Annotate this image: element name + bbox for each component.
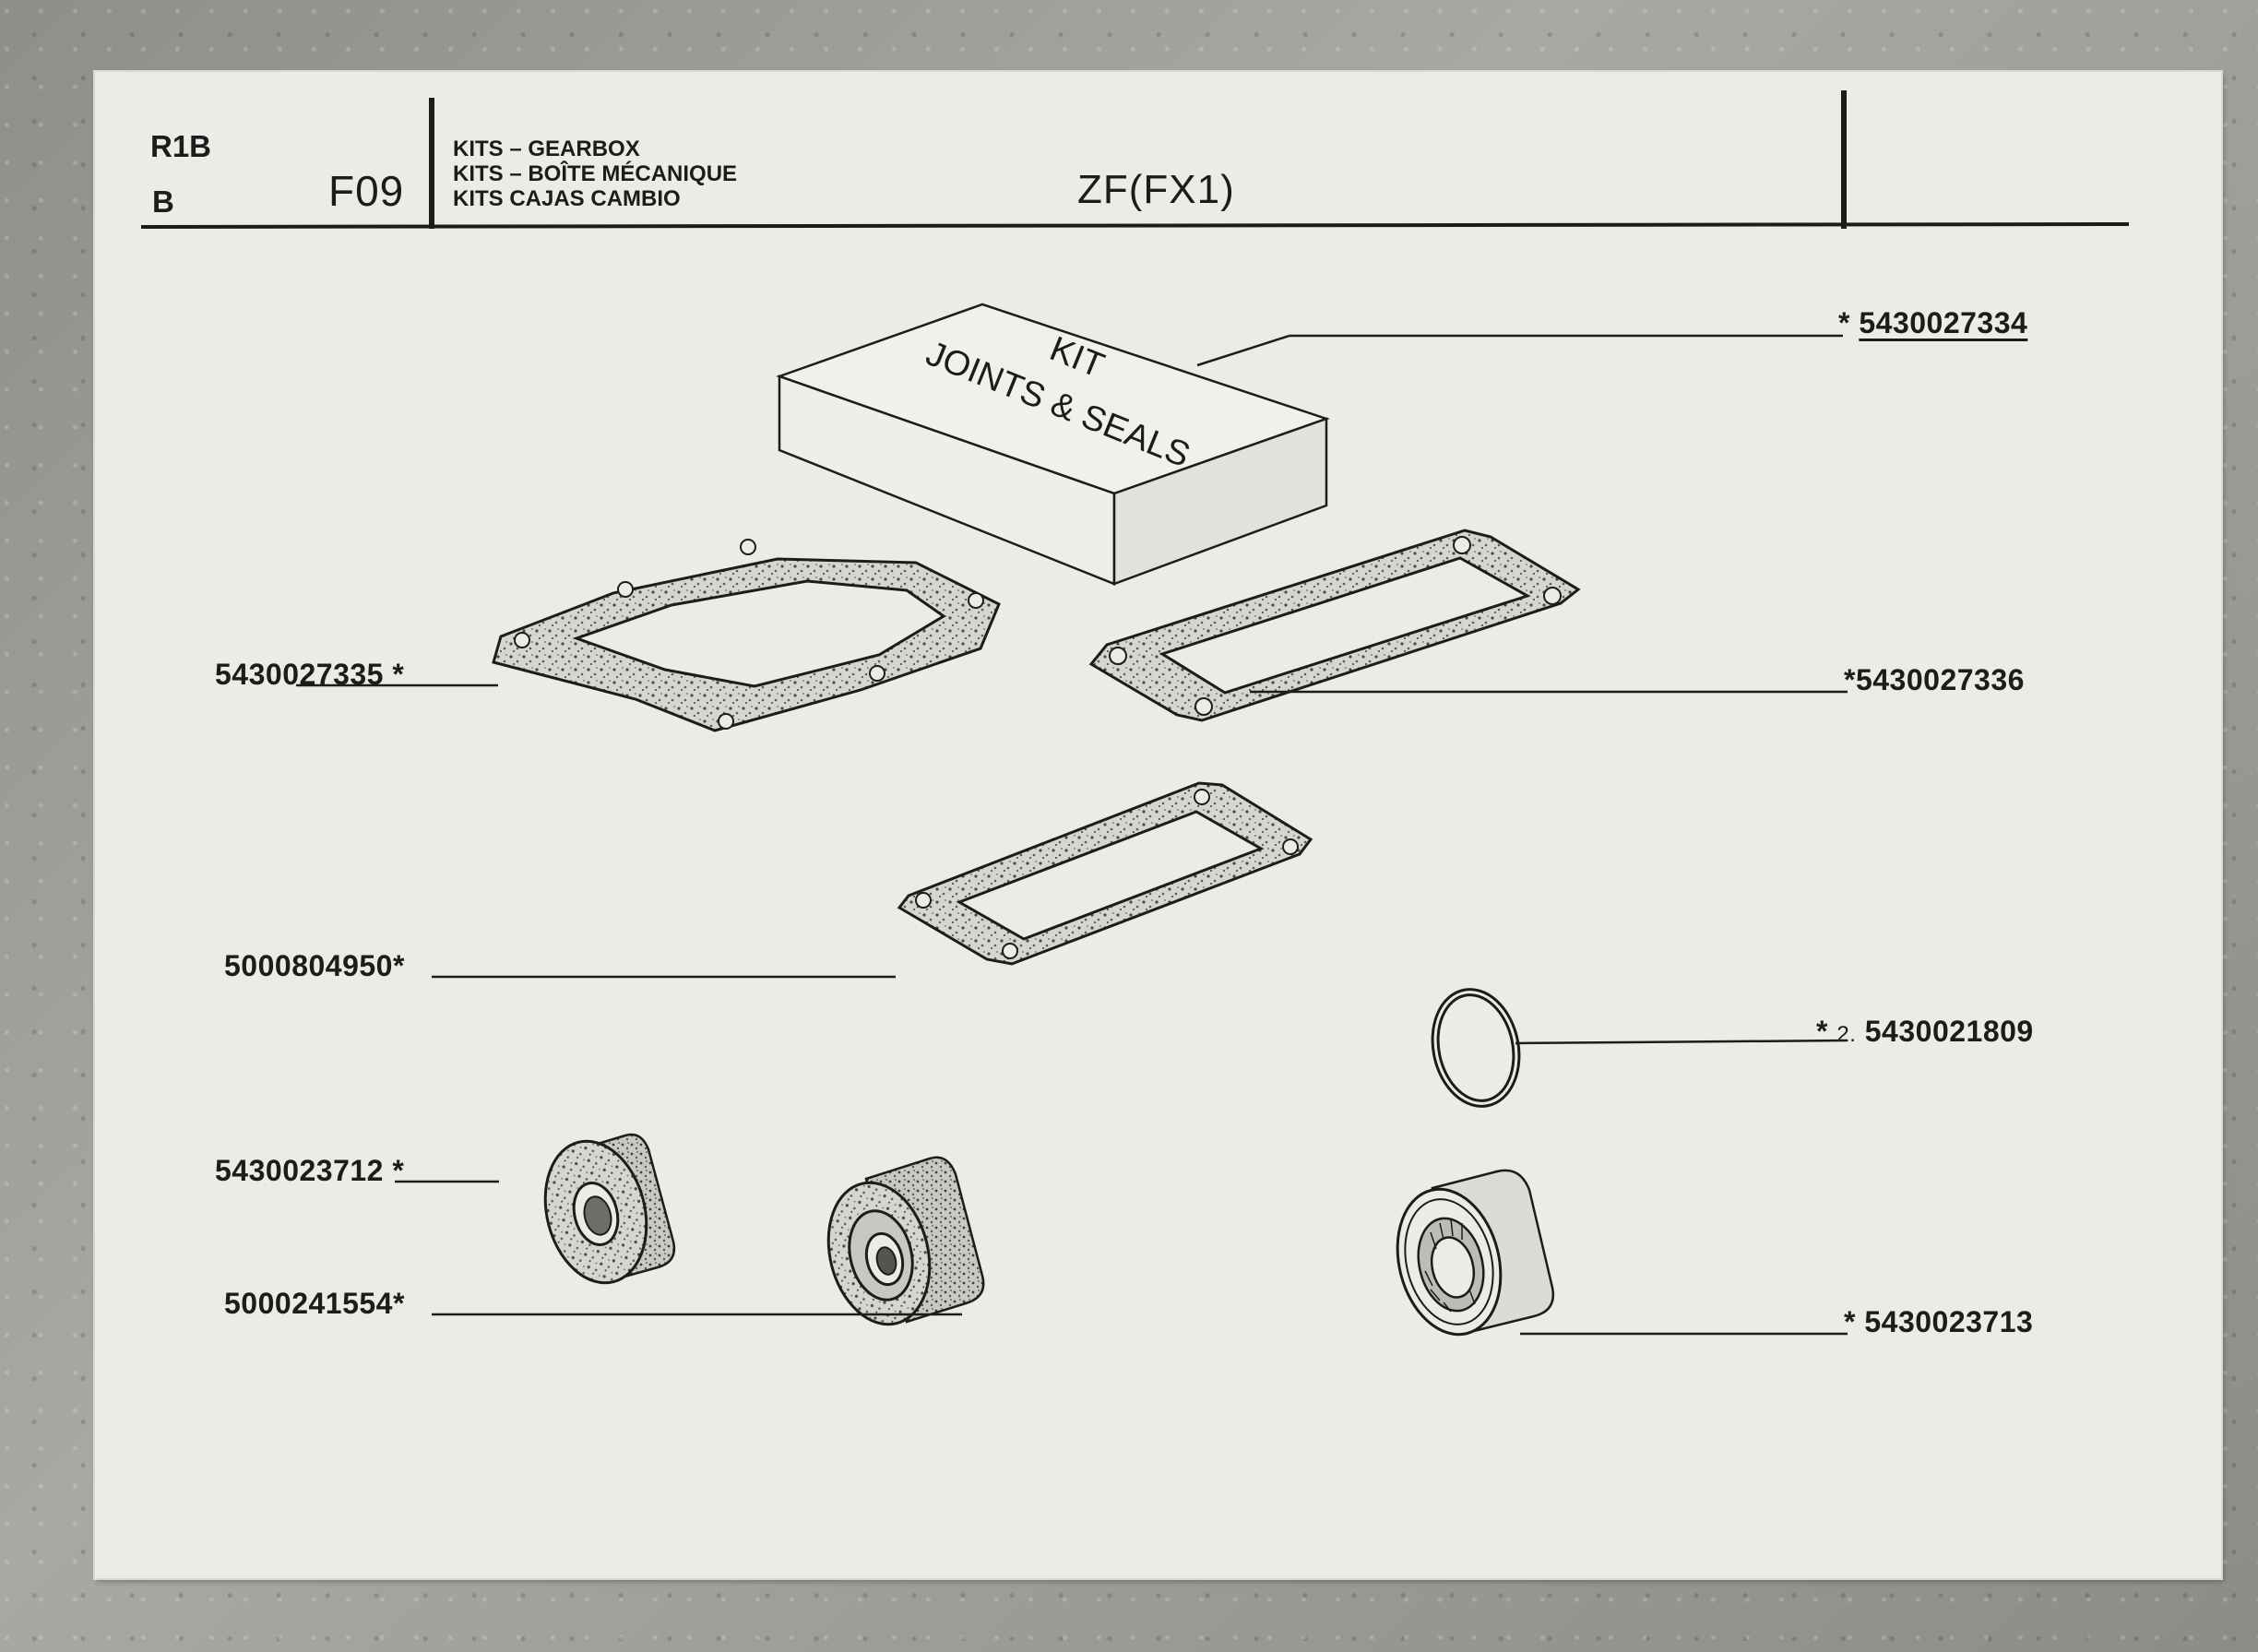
seal-small-drawing	[543, 1133, 676, 1285]
quantity-o-ring: 2.	[1836, 1022, 1857, 1047]
exploded-parts-drawing: KIT JOINTS & SEALS	[140, 90, 2130, 1337]
part-number-gasket-left: 5430027335	[215, 658, 384, 691]
part-number-gasket-right: 5430027336	[1855, 663, 2025, 696]
parts-catalog-page: R1B B F09 KITS – GEARBOX KITS – BOÎTE MÉ…	[95, 72, 2221, 1578]
part-number-kit: 5430027334	[1859, 306, 2028, 339]
part-label-seal-small: 5430023712 *	[215, 1154, 404, 1188]
replacement-mark: *	[392, 949, 405, 982]
part-number-seal-small: 5430023712	[215, 1154, 384, 1187]
gearbox-model: ZF(FX1)	[1077, 167, 1235, 212]
header-rule	[140, 222, 2130, 229]
section-code: F09	[328, 167, 405, 215]
replacement-mark: *	[392, 1287, 405, 1320]
leader-kit	[1196, 334, 1290, 367]
leader-o-ring	[1515, 1039, 1848, 1045]
part-label-seal-medium: 5000241554*	[224, 1287, 405, 1321]
gasket-right-drawing	[1088, 529, 1581, 722]
part-number-o-ring: 5430021809	[1864, 1015, 2034, 1048]
replacement-mark: *	[392, 658, 405, 691]
title-english: KITS – GEARBOX	[453, 137, 640, 161]
replacement-mark: *	[1844, 663, 1856, 696]
page-title-block: KITS – GEARBOX KITS – BOÎTE MÉCANIQUE KI…	[453, 137, 737, 211]
part-label-gasket-right: *5430027336	[1844, 663, 2025, 697]
part-label-gasket-middle: 5000804950*	[224, 949, 405, 983]
title-french: KITS – BOÎTE MÉCANIQUE	[453, 161, 738, 186]
replacement-mark: *	[392, 1154, 405, 1187]
part-label-bearing: * 5430023713	[1844, 1305, 2033, 1339]
replacement-mark: *	[1838, 306, 1850, 339]
replacement-mark: *	[1844, 1305, 1856, 1338]
catalog-code-top: R1B	[150, 129, 212, 163]
kit-box-drawing: KIT JOINTS & SEALS	[776, 303, 1330, 586]
replacement-mark: *	[1816, 1015, 1828, 1048]
title-spanish: KITS CAJAS CAMBIO	[453, 186, 681, 211]
part-label-gasket-left: 5430027335 *	[215, 658, 404, 692]
gasket-left-drawing	[492, 539, 1001, 732]
seal-medium-drawing	[826, 1156, 985, 1326]
catalog-code-bottom: B	[152, 184, 174, 219]
bearing-drawing	[1396, 1169, 1555, 1337]
o-ring-drawing	[1431, 988, 1521, 1108]
part-number-gasket-middle: 5000804950	[224, 949, 393, 982]
part-label-o-ring: * 2. 5430021809	[1816, 1015, 2034, 1049]
part-number-bearing: 5430023713	[1864, 1305, 2034, 1338]
gasket-middle-drawing	[897, 781, 1313, 966]
part-number-seal-medium: 5000241554	[224, 1287, 393, 1320]
part-label-kit: * 5430027334	[1838, 306, 2027, 340]
